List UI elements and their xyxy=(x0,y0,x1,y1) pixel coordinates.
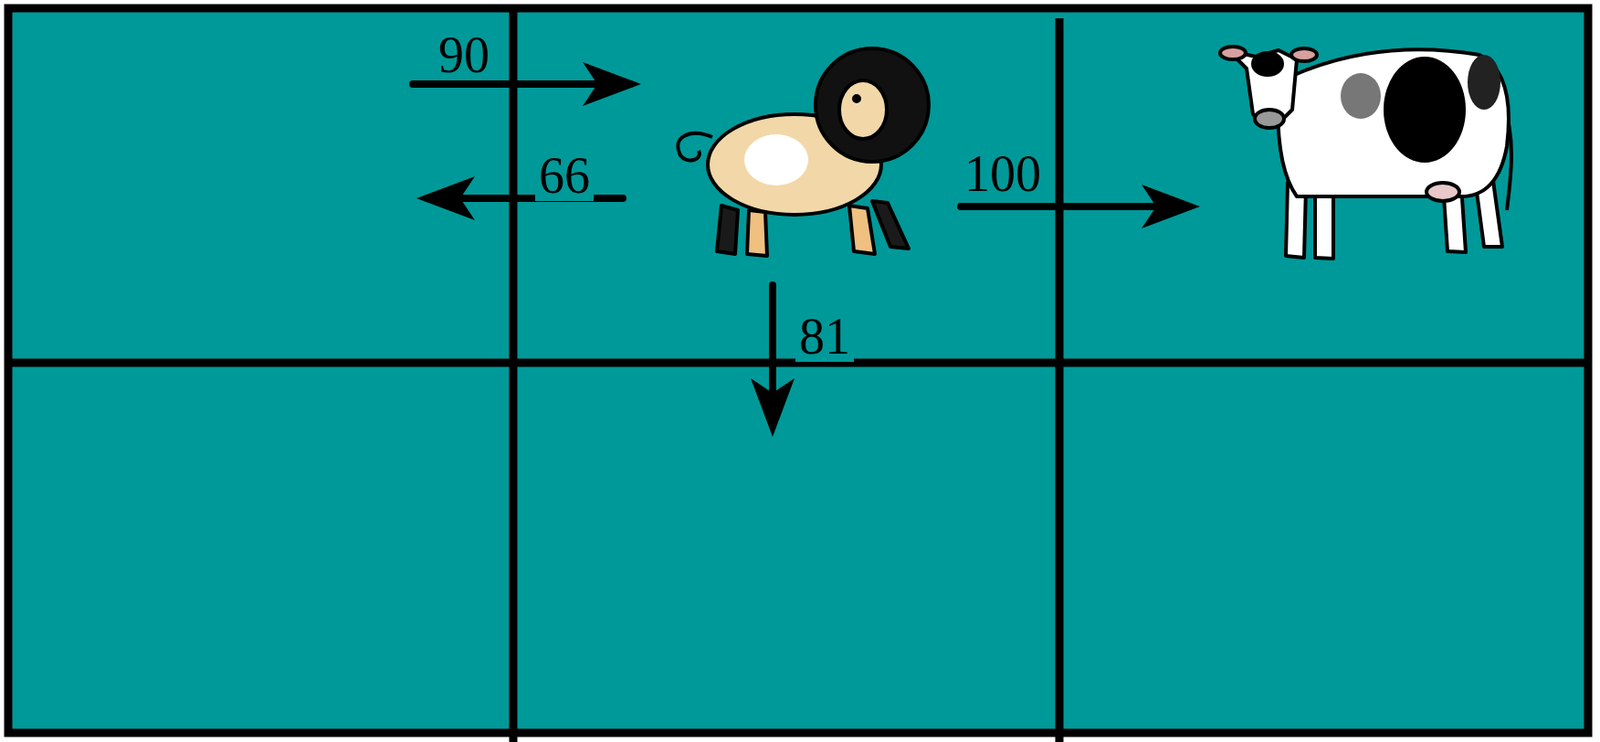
lion-figure xyxy=(677,48,929,256)
grid-line xyxy=(509,8,518,742)
action-arrow xyxy=(768,284,777,426)
grid-border xyxy=(8,8,1589,733)
cow-figure xyxy=(1220,46,1512,259)
q-value-label: 90 xyxy=(434,29,494,81)
q-value-label: 66 xyxy=(535,149,594,201)
action-arrow xyxy=(960,202,1190,211)
action-arrow xyxy=(412,80,631,88)
q-value-label: 100 xyxy=(960,147,1045,200)
q-value-label: 81 xyxy=(795,310,854,362)
grid-line xyxy=(1055,18,1064,742)
